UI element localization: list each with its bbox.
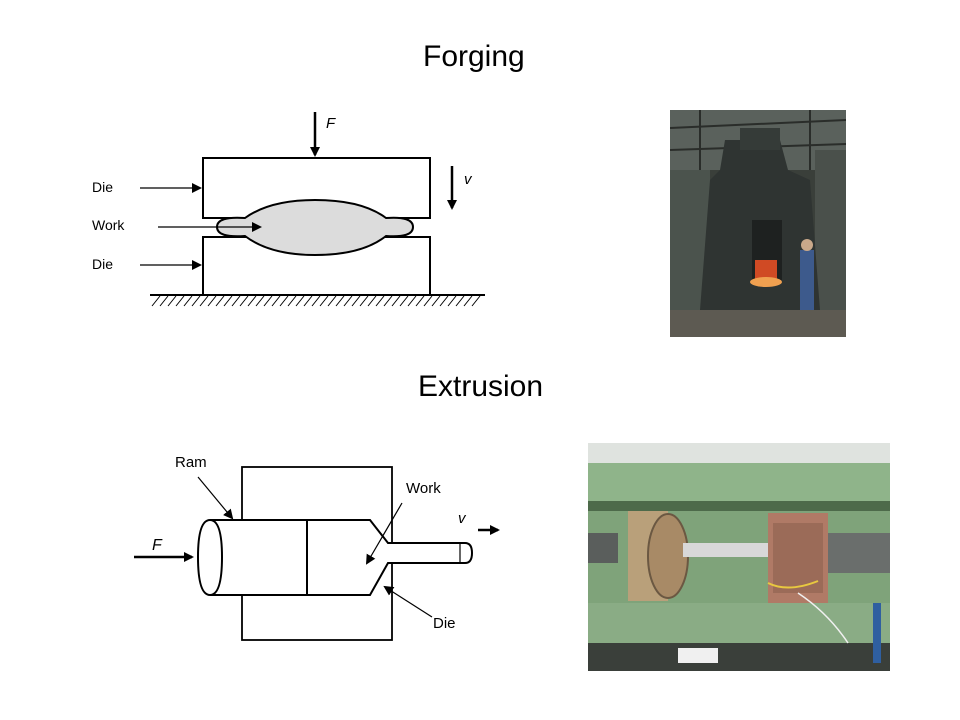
ram-label: Ram xyxy=(175,454,207,471)
extrusion-die-label: Die xyxy=(433,615,456,632)
ram-end-curve xyxy=(209,519,224,596)
forging-diagram: F v Die Work Die xyxy=(92,112,485,307)
extrusion-die-pointer xyxy=(383,585,433,618)
lower-die-label: Die xyxy=(92,256,113,272)
extrusion-force-label: F xyxy=(152,537,163,554)
extrusion-velocity-label: v xyxy=(458,510,467,527)
ram-pointer xyxy=(197,476,234,520)
extrusion-diagram: Ram Work v F Die xyxy=(134,454,500,641)
ram xyxy=(196,519,308,596)
extrusion-press-photo xyxy=(588,443,890,671)
extrusion-work-label: Work xyxy=(406,480,441,497)
forging-velocity-label: v xyxy=(464,171,473,188)
forging-force-label: F xyxy=(326,115,336,132)
work-piece xyxy=(215,198,415,257)
extrusion-work xyxy=(306,519,474,596)
ground-hatching xyxy=(151,295,481,307)
forging-hammer-photo xyxy=(670,110,846,337)
extrusion-work-pointer xyxy=(365,502,403,565)
extrusion-title: Extrusion xyxy=(418,370,544,403)
work-label: Work xyxy=(92,217,125,233)
upper-die-label: Die xyxy=(92,179,113,195)
forging-title: Forging xyxy=(423,40,525,73)
